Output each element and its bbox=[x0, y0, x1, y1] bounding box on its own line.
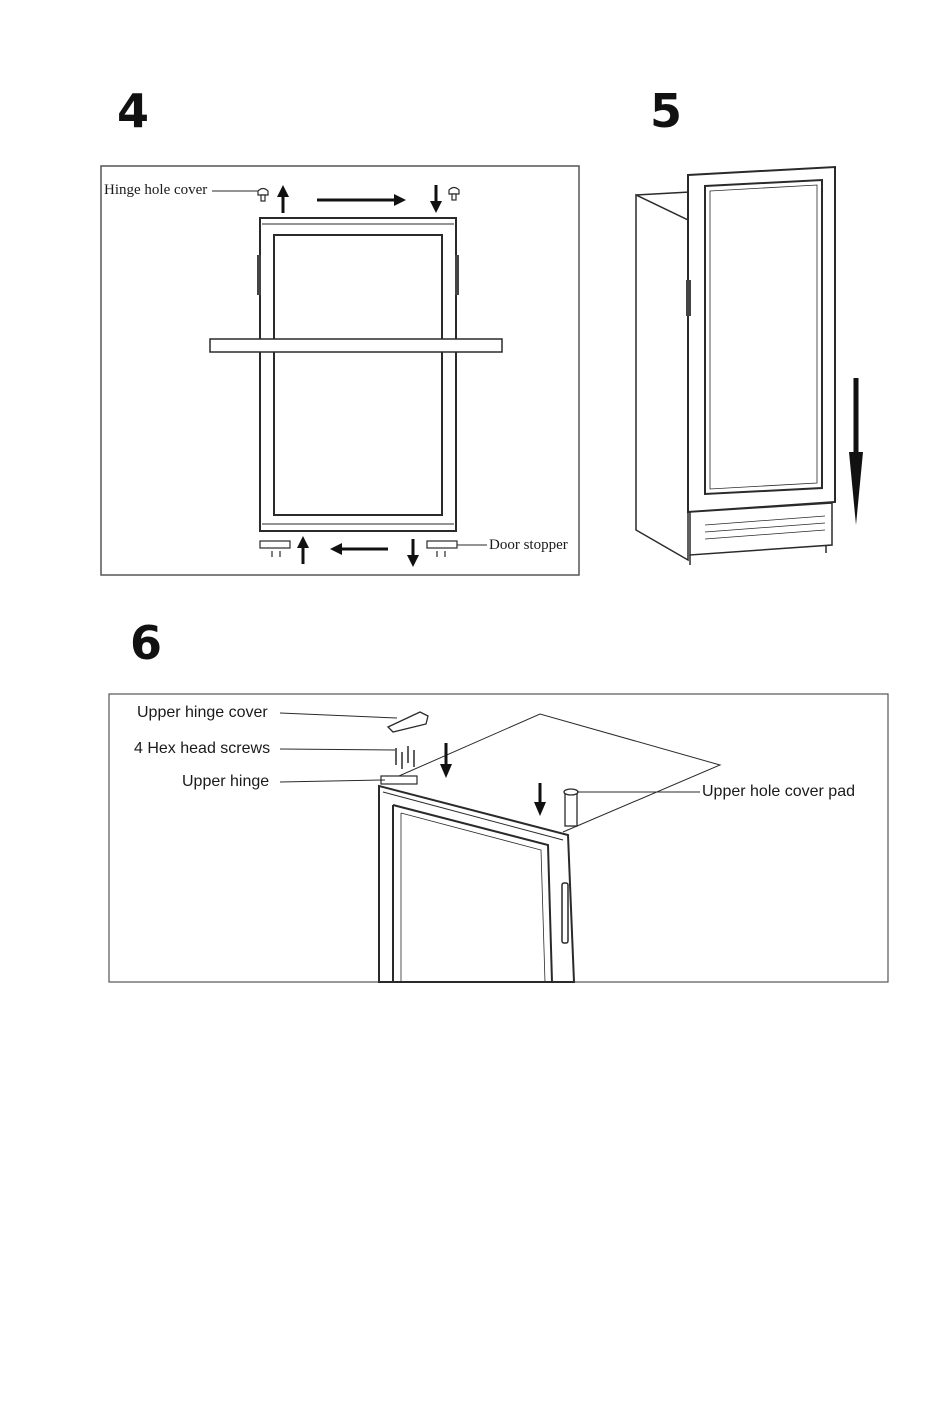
label-upper-hinge: Upper hinge bbox=[182, 774, 269, 790]
door-front bbox=[379, 786, 574, 982]
label-hex-head-screws: 4 Hex head screws bbox=[134, 741, 270, 757]
door-handle bbox=[562, 883, 568, 943]
hex-head-screws bbox=[396, 746, 414, 769]
upper-hinge bbox=[381, 776, 417, 784]
upper-hinge-cover bbox=[388, 712, 428, 732]
label-upper-hinge-cover: Upper hinge cover bbox=[137, 705, 268, 721]
upper-hole-cover-pad bbox=[565, 792, 577, 826]
label-upper-hole-cover-pad: Upper hole cover pad bbox=[702, 784, 855, 800]
